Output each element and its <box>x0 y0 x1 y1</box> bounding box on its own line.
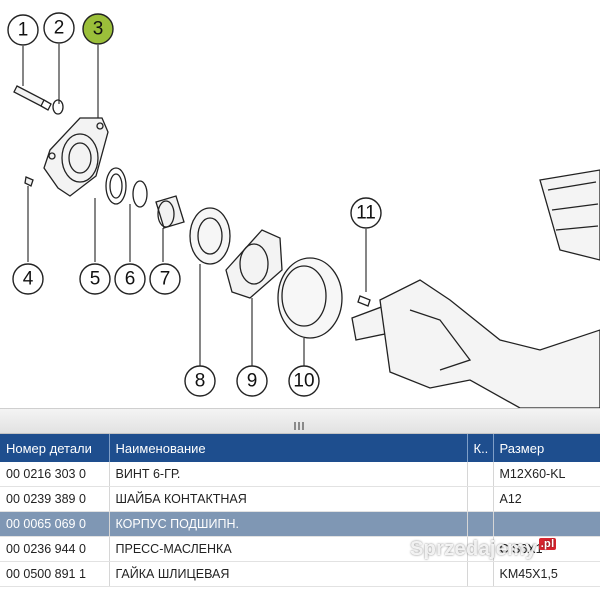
cell-size: M12X60-KL <box>493 462 600 487</box>
bearing-part <box>189 207 231 265</box>
parts-diagram: 1 2 3 4 5 6 7 8 9 10 11 <box>7 12 600 409</box>
key-part <box>357 295 371 307</box>
lock-ring-part <box>132 180 148 208</box>
callout-label: 7 <box>160 269 171 290</box>
cell-part-number: 00 0065 069 0 <box>0 511 110 537</box>
callout-label: 10 <box>293 371 314 392</box>
callout-8[interactable]: 8 <box>184 365 216 397</box>
watermark-text: Sprzedajemy <box>410 538 537 560</box>
sleeve-part <box>155 195 185 229</box>
callout-2[interactable]: 2 <box>43 12 75 44</box>
cell-part-number: 00 0236 944 0 <box>0 536 110 562</box>
cell-part-number: 00 0500 891 1 <box>0 561 110 587</box>
callout-label: 9 <box>247 371 258 392</box>
grip-icon <box>294 417 308 430</box>
cell-name: ГАЙКА ШЛИЦЕВАЯ <box>109 561 468 587</box>
callout-label: 4 <box>23 269 34 290</box>
callout-4[interactable]: 4 <box>12 263 44 295</box>
cell-name: КОРПУС ПОДШИПН. <box>109 511 468 537</box>
flange-part <box>225 229 283 299</box>
column-header-part-number[interactable]: Номер детали <box>0 434 110 462</box>
column-header-qty[interactable]: К.. <box>467 434 494 462</box>
cell-name: ШАЙБА КОНТАКТНАЯ <box>109 486 468 512</box>
callout-10[interactable]: 10 <box>288 365 320 397</box>
cell-qty <box>467 462 494 487</box>
callout-3[interactable]: 3 <box>82 13 114 45</box>
pane-splitter[interactable] <box>0 408 600 434</box>
washer-part <box>52 99 64 115</box>
cell-size: A12 <box>493 486 600 512</box>
column-header-name[interactable]: Наименование <box>109 434 468 462</box>
shaft-nut-part <box>105 167 127 205</box>
cell-part-number: 00 0239 389 0 <box>0 486 110 512</box>
parts-table: Номер детали Наименование К.. Размер 00 … <box>0 434 600 600</box>
callouts: 1 2 3 4 5 6 7 8 9 10 11 <box>7 12 382 397</box>
callout-label: 11 <box>356 203 376 224</box>
table-row-selected[interactable]: 00 0065 069 0 КОРПУС ПОДШИПН. <box>0 511 600 537</box>
table-row[interactable]: 00 0500 891 1 ГАЙКА ШЛИЦЕВАЯ KM45X1,5 <box>0 561 600 587</box>
cover-ring-part <box>277 257 343 339</box>
watermark-suffix: .pl <box>538 538 557 551</box>
cell-qty <box>467 561 494 587</box>
shaft-frame-part <box>351 169 600 409</box>
callout-5[interactable]: 5 <box>79 263 111 295</box>
leader-lines <box>22 44 367 366</box>
watermark: Sprzedajemy.pl <box>410 538 557 561</box>
callout-label: 8 <box>195 371 206 392</box>
table-header-row: Номер детали Наименование К.. Размер <box>0 434 600 462</box>
cell-name: ПРЕСС-МАСЛЕНКА <box>109 536 468 562</box>
callout-6[interactable]: 6 <box>114 263 146 295</box>
callout-label: 3 <box>93 19 104 40</box>
bearing-housing-part <box>43 117 109 197</box>
cell-qty <box>467 486 494 512</box>
callout-7[interactable]: 7 <box>149 263 181 295</box>
callout-11[interactable]: 11 <box>350 197 382 229</box>
callout-9[interactable]: 9 <box>236 365 268 397</box>
cell-size: KM45X1,5 <box>493 561 600 587</box>
cell-qty <box>467 511 494 537</box>
exploded-view-drawing: 1 2 3 4 5 6 7 8 9 10 11 <box>7 12 600 409</box>
callout-1[interactable]: 1 <box>7 14 39 46</box>
callout-label: 5 <box>90 269 101 290</box>
callout-label: 1 <box>18 20 29 41</box>
callout-label: 6 <box>125 269 136 290</box>
table-row[interactable]: 00 0239 389 0 ШАЙБА КОНТАКТНАЯ A12 <box>0 486 600 512</box>
cell-part-number: 00 0216 303 0 <box>0 462 110 487</box>
bolt-part <box>13 85 52 111</box>
grease-nipple-part <box>24 176 34 187</box>
callout-label: 2 <box>54 18 65 39</box>
column-header-size[interactable]: Размер <box>493 434 600 462</box>
cell-name: ВИНТ 6-ГР. <box>109 462 468 487</box>
cell-qty <box>467 536 494 562</box>
cell-size <box>493 511 600 537</box>
table-row[interactable]: 00 0216 303 0 ВИНТ 6-ГР. M12X60-KL <box>0 462 600 487</box>
